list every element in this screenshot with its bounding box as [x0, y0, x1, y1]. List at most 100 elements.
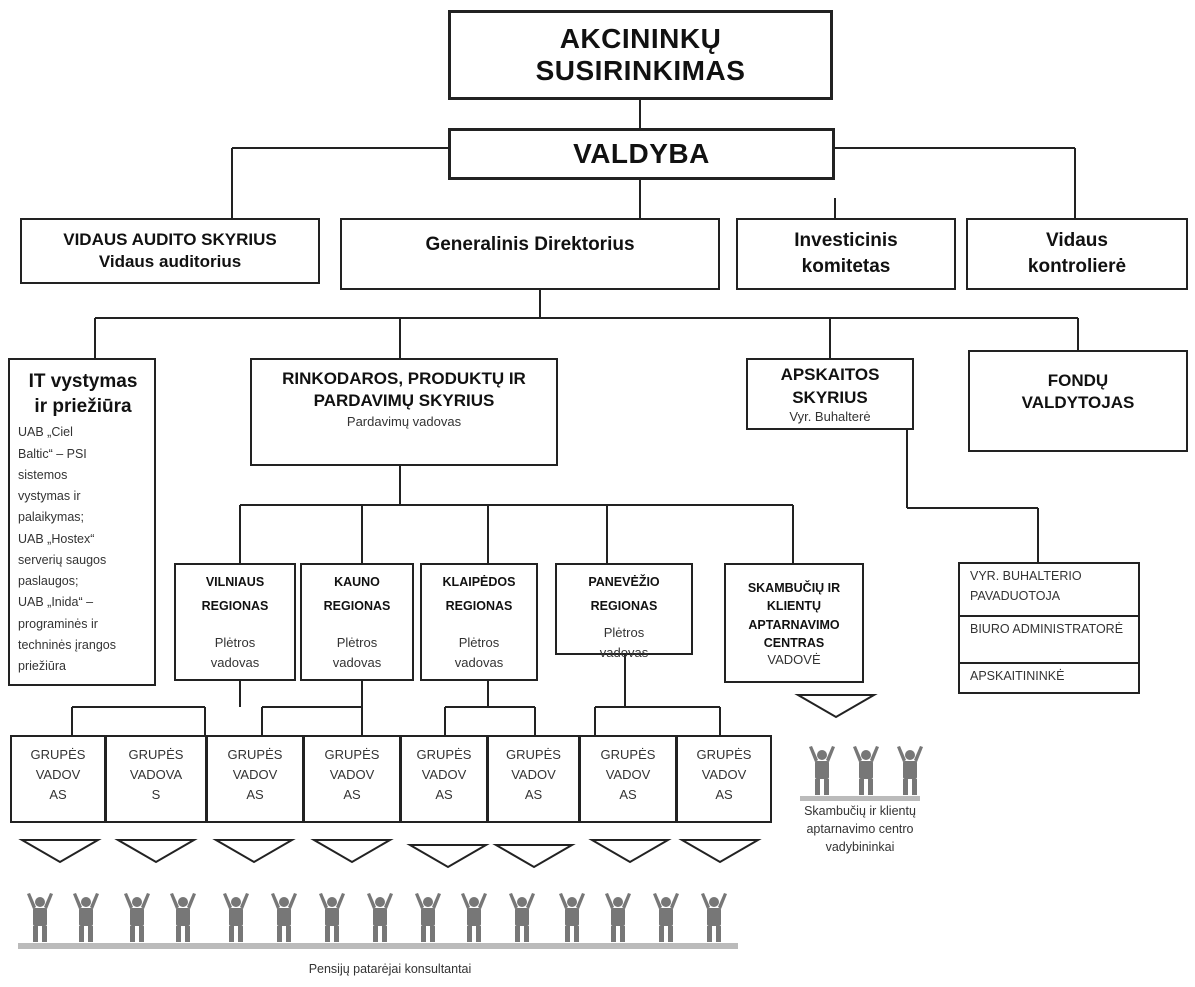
- region-sub-line: vadovas: [332, 654, 382, 670]
- it-item-line: paslaugos;: [18, 574, 79, 589]
- group-leader-line: AS: [524, 787, 543, 803]
- it-title-line: ir priežiūra: [34, 395, 132, 417]
- general-director-label: Generalinis Direktorius: [425, 234, 635, 255]
- person-icon: [319, 893, 345, 942]
- it-item-line: vystymas ir: [18, 489, 81, 504]
- call-center-staff-caption-line: aptarnavimo centro: [806, 822, 914, 837]
- internal-controller-box: Vidaus kontrolierė: [966, 218, 1188, 290]
- person-icon: [367, 893, 393, 942]
- group-leader-line: GRUPĖS: [506, 747, 561, 762]
- person-icon: [223, 893, 249, 942]
- group-leader-line: GRUPĖS: [30, 747, 86, 762]
- group-leader-line: GRUPĖS: [600, 747, 656, 762]
- it-item-line: serverių saugos: [18, 552, 107, 567]
- it-title-line: IT vystymas: [28, 371, 138, 392]
- board-label: VALDYBA: [573, 138, 710, 169]
- group-leader-line: VADOV: [511, 767, 556, 783]
- callcenter-figures-row: [809, 746, 923, 795]
- region-title-line: KLAIPĖDOS: [442, 575, 516, 589]
- it-item-line: priežiūra: [18, 659, 66, 674]
- call-center-sub: VADOVĖ: [767, 651, 821, 667]
- group-leader-line: AS: [715, 787, 733, 803]
- group-leader-line: AS: [619, 787, 637, 803]
- consultants-caption: Pensijų patarėjai konsultantai: [308, 962, 472, 976]
- person-icon: [809, 746, 835, 795]
- board-box: VALDYBA: [448, 128, 835, 180]
- person-icon: [509, 893, 535, 942]
- person-icon: [897, 746, 923, 795]
- group-leader-line: S: [151, 787, 161, 803]
- accounting-staff-item: BIURO ADMINISTRATORĖ: [960, 617, 1138, 664]
- marketing-box: RINKODAROS, PRODUKTŲ IR PARDAVIMŲ SKYRIU…: [250, 358, 558, 466]
- region-title-line: VILNIAUS: [205, 575, 265, 589]
- region-sub-line: Plėtros: [214, 634, 256, 650]
- group-leader-box: GRUPĖS VADOV AS: [10, 735, 106, 823]
- accounting-staff-item: APSKAITININKĖ: [970, 669, 1065, 683]
- marketing-title-line: RINKODAROS, PRODUKTŲ IR: [282, 369, 526, 388]
- region-sub-line: vadovas: [210, 654, 260, 670]
- group-leader-line: GRUPĖS: [696, 747, 752, 762]
- group-leader-line: GRUPĖS: [416, 747, 472, 762]
- person-icon: [170, 893, 196, 942]
- call-center-staff-caption: Skambučių ir klientų aptarnavimo centro …: [780, 802, 940, 856]
- region-sub: Plėtros vadovas: [455, 633, 503, 673]
- shareholders-meeting-label: AKCININKŲ SUSIRINKIMAS: [535, 23, 746, 86]
- investment-committee-line: Investicinis: [794, 230, 898, 252]
- region-sub-line: vadovas: [454, 654, 504, 670]
- person-icon: [271, 893, 297, 942]
- group-leader-line: VADOV: [421, 767, 467, 783]
- region-title-line: REGIONAS: [323, 598, 391, 613]
- group-leader-line: AS: [435, 787, 453, 803]
- person-icon: [415, 893, 441, 942]
- group-leader-box: GRUPĖS VADOV AS: [487, 735, 580, 823]
- person-icon: [27, 893, 53, 942]
- group-leader-line: VADOVA: [129, 767, 183, 783]
- fund-manager-line: FONDŲ: [1047, 371, 1109, 390]
- it-item-line: UAB „Ciel: [18, 425, 73, 440]
- person-icon: [605, 893, 631, 942]
- call-center-title-line: SKAMBUČIŲ IR: [747, 581, 841, 596]
- accounting-box: APSKAITOS SKYRIUS Vyr. Buhalterė: [746, 358, 914, 430]
- call-center-title-line: KLIENTŲ: [766, 599, 822, 614]
- person-icon: [653, 893, 679, 942]
- internal-audit-sub: Vidaus auditorius: [98, 252, 242, 271]
- person-icon: [853, 746, 879, 795]
- it-item-line: programinės ir: [18, 616, 98, 631]
- marketing-sub: Pardavimų vadovas: [346, 414, 462, 430]
- person-icon: [73, 893, 99, 942]
- region-title-line: REGIONAS: [445, 598, 513, 613]
- group-leader-line: GRUPĖS: [227, 747, 283, 762]
- investment-committee-box: Investicinis komitetas: [736, 218, 956, 290]
- group-leader-line: GRUPĖS: [324, 747, 380, 762]
- region-sub-line: Plėtros: [603, 624, 645, 640]
- region-title-line: KAUNO: [334, 575, 380, 589]
- group-leader-line: AS: [246, 787, 264, 803]
- investment-committee-line: komitetas: [801, 256, 891, 277]
- region-sub-line: Plėtros: [458, 634, 500, 650]
- accounting-sub: Vyr. Buhalterė: [789, 408, 871, 424]
- group-leader-line: VADOV: [701, 767, 747, 783]
- consultant-figures-row: [27, 893, 727, 942]
- group-leader-line: VADOV: [35, 767, 81, 783]
- call-center-title-line: CENTRAS: [763, 635, 825, 650]
- accounting-title-line: APSKAITOS: [780, 365, 880, 385]
- group-leader-line: AS: [49, 787, 67, 803]
- person-icon: [461, 893, 487, 942]
- it-item-line: sistemos: [18, 467, 68, 482]
- group-leader-box: GRUPĖS VADOV AS: [400, 735, 488, 823]
- call-center-box: SKAMBUČIŲ IR KLIENTŲ APTARNAVIMO CENTRAS…: [724, 563, 864, 683]
- group-leader-line: VADOV: [232, 767, 278, 783]
- region-sub: Plėtros vadovas: [211, 633, 259, 673]
- group-leader-line: VADOV: [329, 767, 375, 783]
- it-item-line: Baltic“ – PSI: [18, 446, 87, 461]
- person-icon: [124, 893, 150, 942]
- consultant-figures: [18, 943, 738, 949]
- group-leader-box: GRUPĖS VADOV AS: [206, 735, 304, 823]
- person-icon: [701, 893, 727, 942]
- internal-controller-line: Vidaus: [1046, 230, 1108, 252]
